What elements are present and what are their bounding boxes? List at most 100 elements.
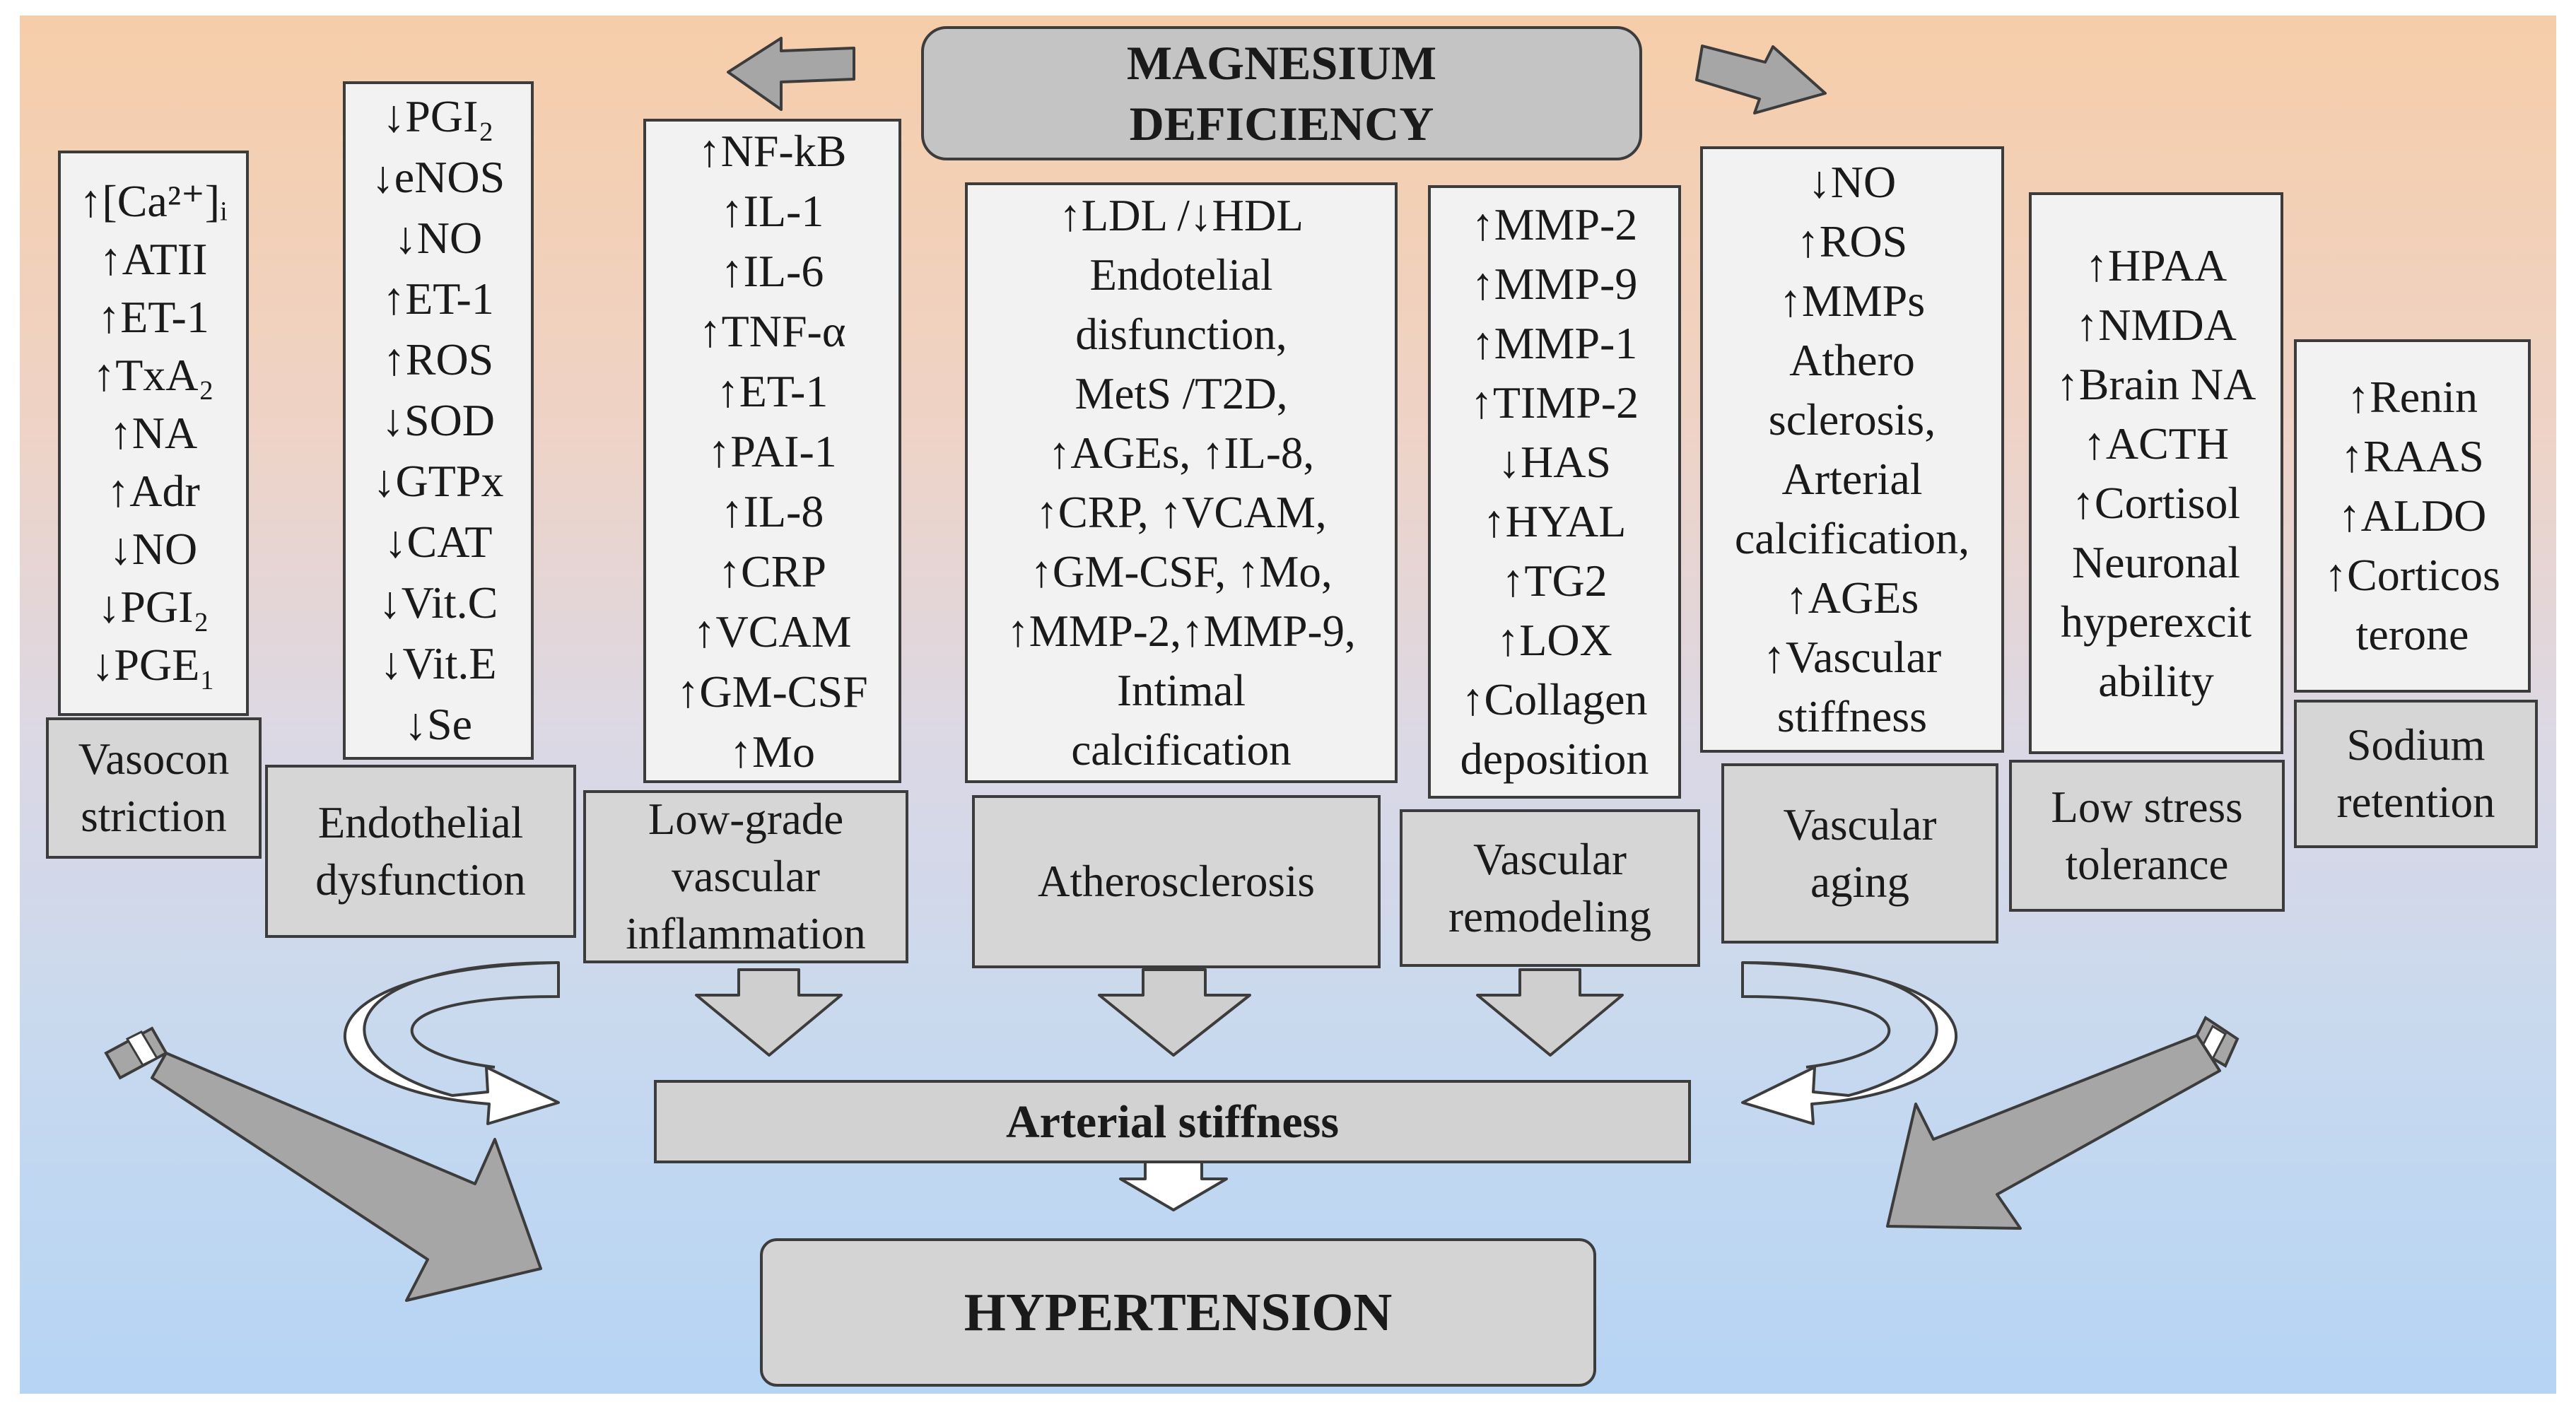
arterial-stiffness-label: Arterial stiffness — [1005, 1095, 1340, 1148]
factor-item: ↑PAI-1 — [708, 425, 837, 476]
outcome-line: aging — [1810, 857, 1909, 907]
factor-item: ↓PGE₁ — [91, 640, 216, 690]
factor-item: Athero — [1789, 335, 1915, 385]
factor-item: ↑NMDA — [2076, 299, 2237, 350]
factor-item: ↓GTPx — [373, 456, 504, 506]
outcome-line: remodeling — [1448, 891, 1651, 941]
curved-arrow-right — [1741, 961, 1958, 1125]
factor-box-vasoconstriction: ↑[Ca²⁺]ᵢ ↑ATII ↑ET-1 ↑TxA₂ ↑NA ↑Adr ↓NO … — [58, 151, 249, 716]
factor-box-aging: ↓NO ↑ROS ↑MMPs Athero sclerosis, Arteria… — [1700, 146, 2004, 753]
outcome-line: dysfunction — [315, 854, 526, 905]
factor-item: ↓NO — [394, 213, 483, 263]
factor-item: ↑TxA₂ — [93, 350, 214, 400]
factor-item: ↓NO — [1808, 157, 1897, 207]
outcome-endothelial-dysfunction: Endothelial dysfunction — [265, 765, 576, 938]
arrow-down-atherosclerosis — [1098, 968, 1251, 1057]
factor-item: ↓Vit.C — [378, 577, 498, 628]
factor-item: Intimal — [1117, 666, 1246, 715]
outcome-line: retention — [2336, 777, 2495, 827]
factor-item: ↑TNF-α — [698, 305, 846, 356]
factor-item: ↑LOX — [1497, 615, 1612, 665]
outcome-inflammation: Low-grade vascular inflammation — [583, 790, 908, 963]
factor-item: ↑Vascular — [1762, 632, 1942, 682]
factor-item: ↓Vit.E — [380, 638, 497, 688]
factor-item: ↑CRP, ↑VCAM, — [1036, 488, 1327, 537]
factor-item: disfunction, — [1075, 310, 1287, 359]
factor-item: ↑MMP-9 — [1471, 259, 1638, 309]
factor-item: ↓SOD — [381, 395, 496, 445]
arrow-left-top — [727, 37, 855, 111]
outcome-line: striction — [81, 792, 227, 841]
factor-item: ↓NO — [109, 524, 198, 574]
factor-item: ↑Renin — [2347, 372, 2478, 422]
factor-box-inflammation: ↑NF-kB ↑IL-1 ↑IL-6 ↑TNF-α ↑ET-1 ↑PAI-1 ↑… — [643, 119, 901, 783]
factor-item: ↑TG2 — [1501, 556, 1608, 606]
factor-item: ↑LDL /↓HDL — [1059, 191, 1304, 240]
outcome-line: Atherosclerosis — [1038, 857, 1315, 906]
factor-item: ↑ET-1 — [382, 274, 494, 324]
hypertension-box: HYPERTENSION — [760, 1238, 1596, 1387]
arterial-stiffness-box: Arterial stiffness — [654, 1080, 1691, 1163]
factor-item: ↑MMPs — [1779, 276, 1926, 326]
factor-item: Neuronal — [2071, 536, 2241, 587]
factor-item: Endotelial — [1089, 250, 1273, 300]
factor-item: ↑RAAS — [2341, 431, 2484, 481]
factor-item: ↑HPAA — [2085, 240, 2227, 290]
factor-item: stiffness — [1776, 691, 1928, 741]
curved-arrow-left — [343, 961, 560, 1125]
factor-item: ↑Adr — [107, 466, 200, 516]
factor-item: ↑ROS — [382, 334, 494, 384]
factor-item: Arterial — [1781, 454, 1923, 504]
factor-item: ↑ET-1 — [98, 292, 209, 342]
factor-item: ↑Corticos — [2324, 550, 2500, 600]
factor-item: ↑ATII — [99, 234, 208, 284]
outcome-line: Sodium — [2346, 720, 2486, 770]
factor-item: ↑MMP-2,↑MMP-9, — [1007, 606, 1356, 656]
factor-item: ↓PGI₂ — [98, 582, 209, 632]
factor-item: ↑ALDO — [2338, 490, 2487, 541]
factor-item: calcification, — [1734, 513, 1970, 563]
arrow-right-top — [1695, 45, 1827, 114]
factor-box-atherosclerosis: ↑LDL /↓HDL Endotelial disfunction, MetS … — [965, 182, 1398, 783]
factor-item: ↑VCAM — [693, 606, 852, 657]
factor-item: ↑AGEs — [1785, 572, 1919, 623]
outcome-vascular-remodeling: Vascular remodeling — [1400, 809, 1700, 967]
outcome-line: tolerance — [2065, 839, 2229, 889]
factor-item: ↑CRP — [718, 546, 826, 597]
hypertension-label: HYPERTENSION — [964, 1282, 1393, 1342]
factor-box-remodeling: ↑MMP-2 ↑MMP-9 ↑MMP-1 ↑TIMP-2 ↓HAS ↑HYAL … — [1428, 185, 1681, 799]
factor-item: ↑TIMP-2 — [1470, 377, 1639, 428]
factor-item: terone — [2355, 609, 2469, 659]
outcome-sodium-retention: Sodium retention — [2294, 700, 2538, 848]
factor-item: deposition — [1460, 734, 1649, 784]
factor-item: ↑Collagen — [1461, 674, 1648, 724]
diagonal-arrow-left — [104, 1026, 542, 1302]
outcome-line: Low stress — [2051, 782, 2243, 832]
factor-item: MetS /T2D, — [1075, 369, 1288, 418]
factor-item: sclerosis, — [1768, 394, 1936, 445]
arrow-down-remodeling — [1476, 968, 1624, 1057]
factor-item: ↑HYAL — [1482, 496, 1627, 546]
outcome-atherosclerosis: Atherosclerosis — [972, 795, 1381, 968]
factor-item: ↑Brain NA — [2056, 358, 2256, 409]
factor-item: ↓PGI₂ — [382, 91, 494, 141]
factor-item: ↑GM-CSF, ↑Mo, — [1030, 547, 1333, 597]
factor-item: ↓eNOS — [371, 152, 505, 202]
factor-box-sodium: ↑Renin ↑RAAS ↑ALDO ↑Corticos terone — [2294, 339, 2531, 693]
outcome-line: inflammation — [626, 909, 866, 958]
arrow-down-to-hypertension — [1119, 1161, 1228, 1211]
factor-item: calcification — [1071, 725, 1292, 775]
factor-item: ↑IL-1 — [720, 185, 824, 236]
magnesium-deficiency-banner: MAGNESIUM DEFICIENCY — [921, 26, 1642, 160]
factor-item: ↓HAS — [1497, 437, 1612, 487]
factor-item: ↓Se — [404, 699, 472, 749]
outcome-line: Vascular — [1473, 834, 1627, 884]
factor-item: ↑Mo — [730, 726, 815, 777]
outcome-line: Vascular — [1783, 799, 1937, 850]
factor-box-endothelial: ↓PGI₂ ↓eNOS ↓NO ↑ET-1 ↑ROS ↓SOD ↓GTPx ↓C… — [343, 81, 534, 760]
factor-item: hyperexcit — [2060, 596, 2252, 647]
factor-item: ↑IL-6 — [720, 245, 824, 296]
title-line-2: DEFICIENCY — [1129, 97, 1434, 151]
factor-item: ↑ROS — [1796, 216, 1908, 266]
